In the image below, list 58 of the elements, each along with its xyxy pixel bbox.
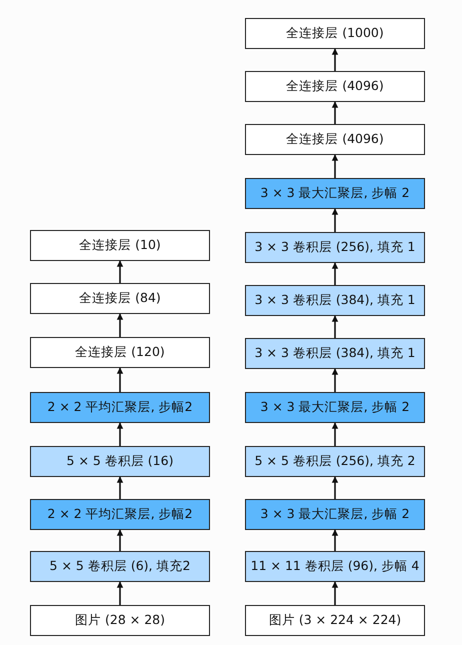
layer-label: 2 × 2 平均汇聚层, 步幅2	[47, 506, 193, 523]
pooling-layer-box	[245, 499, 425, 530]
layer-label: 5 × 5 卷积层 (6), 填充2	[50, 558, 190, 575]
fully-connected-layer-box	[30, 230, 210, 261]
input-image-box	[30, 605, 210, 636]
arrow	[332, 581, 338, 605]
layer-label: 3 × 3 卷积层 (384), 填充 1	[254, 292, 416, 309]
arrow	[116, 581, 124, 605]
convolution-layer-box	[30, 446, 210, 477]
layer-label: 图片 (3 × 224 × 224)	[268, 612, 402, 629]
arrow	[332, 154, 338, 178]
arrow	[116, 260, 124, 283]
pooling-layer-box	[30, 499, 210, 530]
fully-connected-layer-box	[245, 124, 425, 155]
arrow	[116, 313, 124, 337]
arrow	[332, 262, 338, 285]
layer-label: 全连接层 (1000)	[286, 25, 384, 42]
convolution-layer-box	[30, 551, 210, 582]
fully-connected-layer-box	[245, 71, 425, 102]
arrow	[116, 422, 124, 446]
layer-label: 5 × 5 卷积层 (16)	[66, 453, 174, 470]
layer-label: 图片 (28 × 28)	[75, 612, 165, 629]
layer-label: 5 × 5 卷积层 (256), 填充 2	[254, 453, 416, 470]
arrow	[332, 315, 338, 338]
layer-label: 3 × 3 卷积层 (256), 填充 1	[254, 239, 416, 256]
convolution-layer-box	[245, 232, 425, 263]
pooling-layer-box	[245, 178, 425, 209]
arrow	[116, 529, 124, 551]
layer-label: 全连接层 (10)	[79, 237, 161, 254]
layer-label: 全连接层 (120)	[75, 344, 165, 361]
layer-label: 全连接层 (4096)	[286, 131, 384, 148]
layer-label: 3 × 3 卷积层 (384), 填充 1	[254, 345, 416, 362]
layer-label: 11 × 11 卷积层 (96), 步幅 4	[250, 558, 420, 575]
layer-label: 2 × 2 平均汇聚层, 步幅2	[47, 399, 193, 416]
convolution-layer-box	[245, 285, 425, 316]
layer-label: 3 × 3 最大汇聚层, 步幅 2	[260, 506, 410, 523]
pooling-layer-box	[30, 392, 210, 423]
arrow	[116, 476, 124, 499]
input-image-box	[245, 605, 425, 636]
fully-connected-layer-box	[245, 18, 425, 49]
fully-connected-layer-box	[30, 283, 210, 314]
layer-label: 全连接层 (4096)	[286, 78, 384, 95]
layer-label: 全连接层 (84)	[79, 290, 161, 307]
pooling-layer-box	[245, 392, 425, 423]
convolution-layer-box	[245, 446, 425, 477]
convolution-layer-box	[245, 338, 425, 369]
convolution-layer-box	[245, 551, 425, 582]
arrow	[332, 48, 338, 71]
arrow	[332, 101, 338, 124]
arrow	[332, 476, 338, 499]
layer-label: 3 × 3 最大汇聚层, 步幅 2	[260, 185, 410, 202]
fully-connected-layer-box	[30, 337, 210, 368]
layer-label: 3 × 3 最大汇聚层, 步幅 2	[260, 399, 410, 416]
arrow	[332, 422, 338, 446]
arrow	[332, 529, 338, 551]
arrow	[332, 208, 338, 232]
arrow	[116, 367, 124, 392]
arrow	[332, 368, 338, 392]
